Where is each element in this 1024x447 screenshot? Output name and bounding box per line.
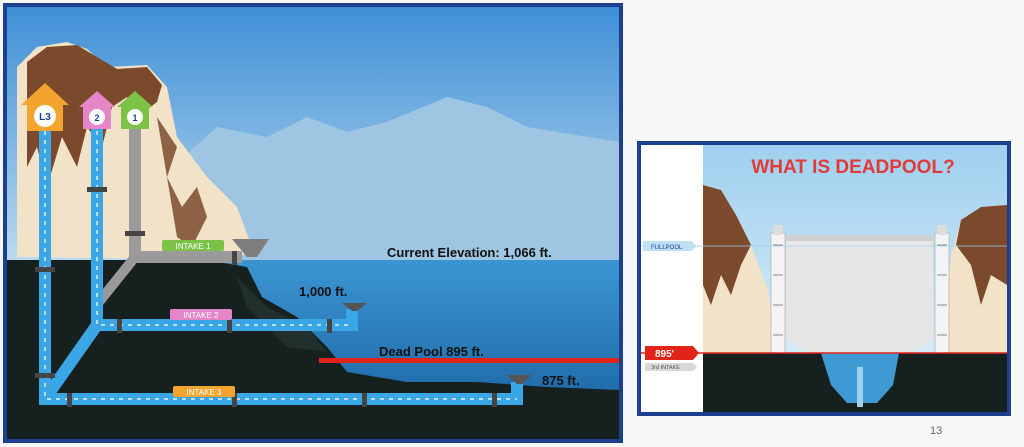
full-pool-marker: [643, 241, 697, 251]
intake-tower-left: [770, 225, 786, 354]
svg-text:1: 1: [132, 113, 137, 123]
intake-3-funnel: [507, 375, 532, 384]
intake-2-label: INTAKE 2: [184, 311, 220, 320]
distant-mountains: [127, 97, 619, 262]
third-intake-label: 3rd INTAKE: [651, 365, 680, 371]
dam-wall: [786, 240, 933, 353]
intake-1-label-bg: [162, 240, 224, 251]
house-icon-l3: L3: [21, 83, 69, 131]
elevation-895-marker: [645, 346, 699, 360]
house-icon-1: 1: [117, 91, 153, 129]
deadpool-dam-diagram: FULLPOOL 895' 3rd INTAKE WHAT IS DEADPOO…: [637, 141, 1011, 416]
intake-1-funnel: [232, 239, 269, 257]
intake-1-label: INTAKE 1: [176, 242, 212, 251]
intake-3-label: INTAKE 3: [187, 388, 223, 397]
svg-text:L3: L3: [39, 112, 51, 123]
intake-2-label-bg: [170, 309, 232, 320]
intake-tower-right: [934, 225, 950, 354]
house-icon-2: 2: [79, 91, 115, 129]
level-875-label: 875 ft.: [542, 373, 580, 388]
svg-text:2: 2: [94, 113, 99, 123]
page-number: 13: [930, 425, 943, 437]
intake-2-funnel: [342, 303, 367, 311]
level-1000-label: 1,000 ft.: [299, 284, 347, 299]
elevation-895-label: 895': [655, 349, 674, 360]
intake-3-label-bg: [173, 386, 235, 397]
dead-pool-line: [319, 358, 619, 363]
dead-pool-label: Dead Pool 895 ft.: [379, 344, 484, 359]
full-pool-label: FULLPOOL: [651, 245, 683, 251]
lake-intake-diagram: INTAKE 1 INTAKE 2 INTAKE 3 L3 2 1 Curren…: [3, 3, 623, 443]
deadpool-title: WHAT IS DEADPOOL?: [751, 157, 954, 178]
current-elevation-label: Current Elevation: 1,066 ft.: [387, 245, 552, 260]
third-intake-marker: [645, 363, 697, 371]
